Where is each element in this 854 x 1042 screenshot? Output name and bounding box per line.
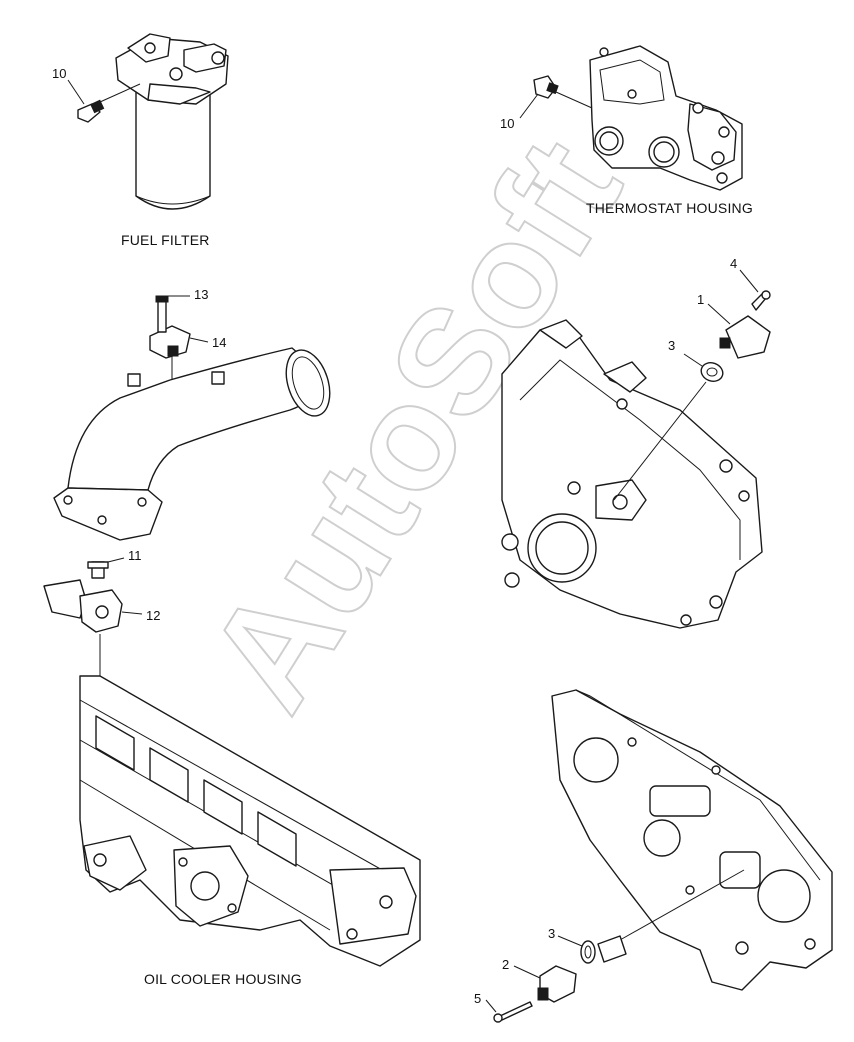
- oil-cooler-housing-assembly: [79, 675, 421, 967]
- callout-screw-11: 11: [128, 548, 142, 563]
- callout-front-bolt-4: 4: [730, 256, 737, 271]
- callout-sensor-12: 12: [146, 608, 160, 623]
- callout-fuel-filter-sensor: 10: [52, 66, 66, 81]
- oil-pressure-sensor-assembly: [43, 557, 143, 840]
- caption-oil-cooler-housing: OIL COOLER HOUSING: [144, 971, 302, 987]
- fuel-filter-assembly: [67, 33, 229, 210]
- callout-front-oring-3: 3: [668, 338, 675, 353]
- caption-thermostat-housing: THERMOSTAT HOUSING: [586, 200, 753, 216]
- callout-rear-sensor-2: 2: [502, 957, 509, 972]
- callout-rear-bolt-5: 5: [474, 991, 481, 1006]
- caption-fuel-filter: FUEL FILTER: [121, 232, 210, 248]
- front-cover-assembly: [501, 269, 771, 629]
- intake-elbow-assembly: [53, 295, 331, 541]
- callout-sensor-14: 14: [212, 335, 226, 350]
- callout-thermostat-sensor: 10: [500, 116, 514, 131]
- callout-front-sensor-1: 1: [697, 292, 704, 307]
- thermostat-housing-assembly: [519, 45, 743, 191]
- callout-rear-oring-3: 3: [548, 926, 555, 941]
- rear-gear-housing-assembly: [485, 689, 833, 1023]
- callout-screw-13: 13: [194, 287, 208, 302]
